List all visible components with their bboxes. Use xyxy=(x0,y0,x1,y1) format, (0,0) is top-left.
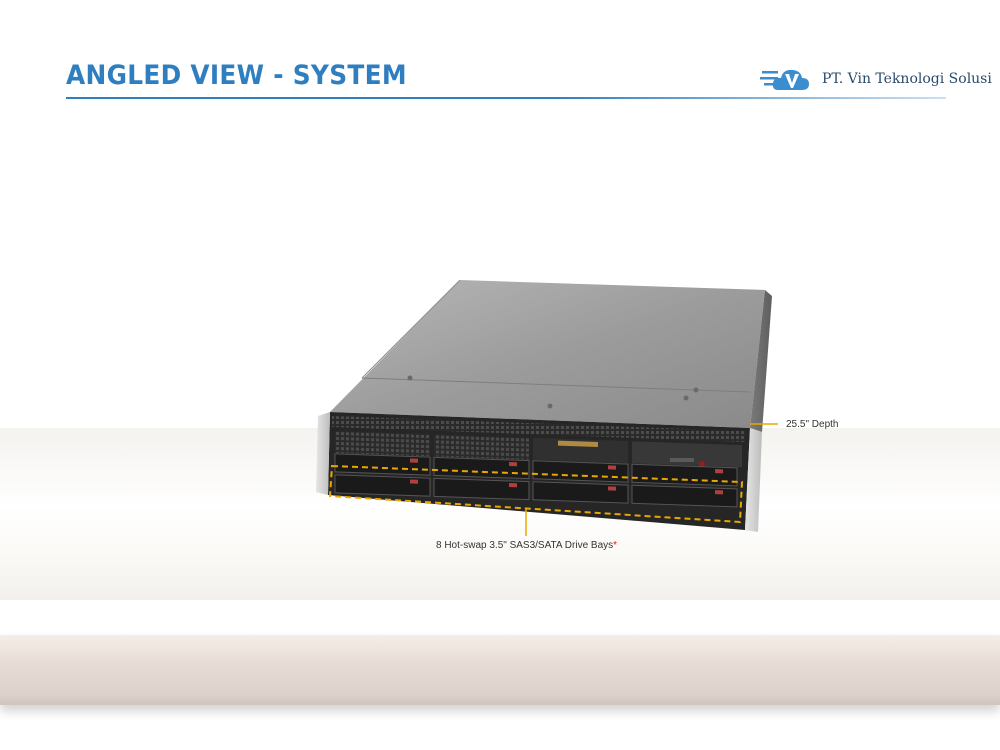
drive-bays-asterisk: * xyxy=(613,540,618,551)
company-logo: PT. Vin Teknologi Solusi xyxy=(760,62,992,96)
server-chassis-image xyxy=(316,280,778,536)
depth-callout: 25.5" Depth xyxy=(786,419,839,430)
rack-ear-right xyxy=(745,428,762,532)
slide-title: ANGLED VIEW - SYSTEM xyxy=(66,60,407,91)
title-underline xyxy=(66,97,946,99)
drive-bays-callout: 8 Hot-swap 3.5" SAS3/SATA Drive Bays* xyxy=(436,540,617,551)
background-band-bottom xyxy=(0,635,1000,705)
chassis-side xyxy=(750,290,772,432)
chassis-top xyxy=(330,280,765,428)
cloud-v-icon xyxy=(760,69,809,90)
rack-ear-left xyxy=(316,412,330,495)
drive-bays-label: 8 Hot-swap 3.5" SAS3/SATA Drive Bays xyxy=(436,540,614,551)
drive-bays xyxy=(328,453,744,524)
company-name: PT. Vin Teknologi Solusi xyxy=(822,71,992,87)
